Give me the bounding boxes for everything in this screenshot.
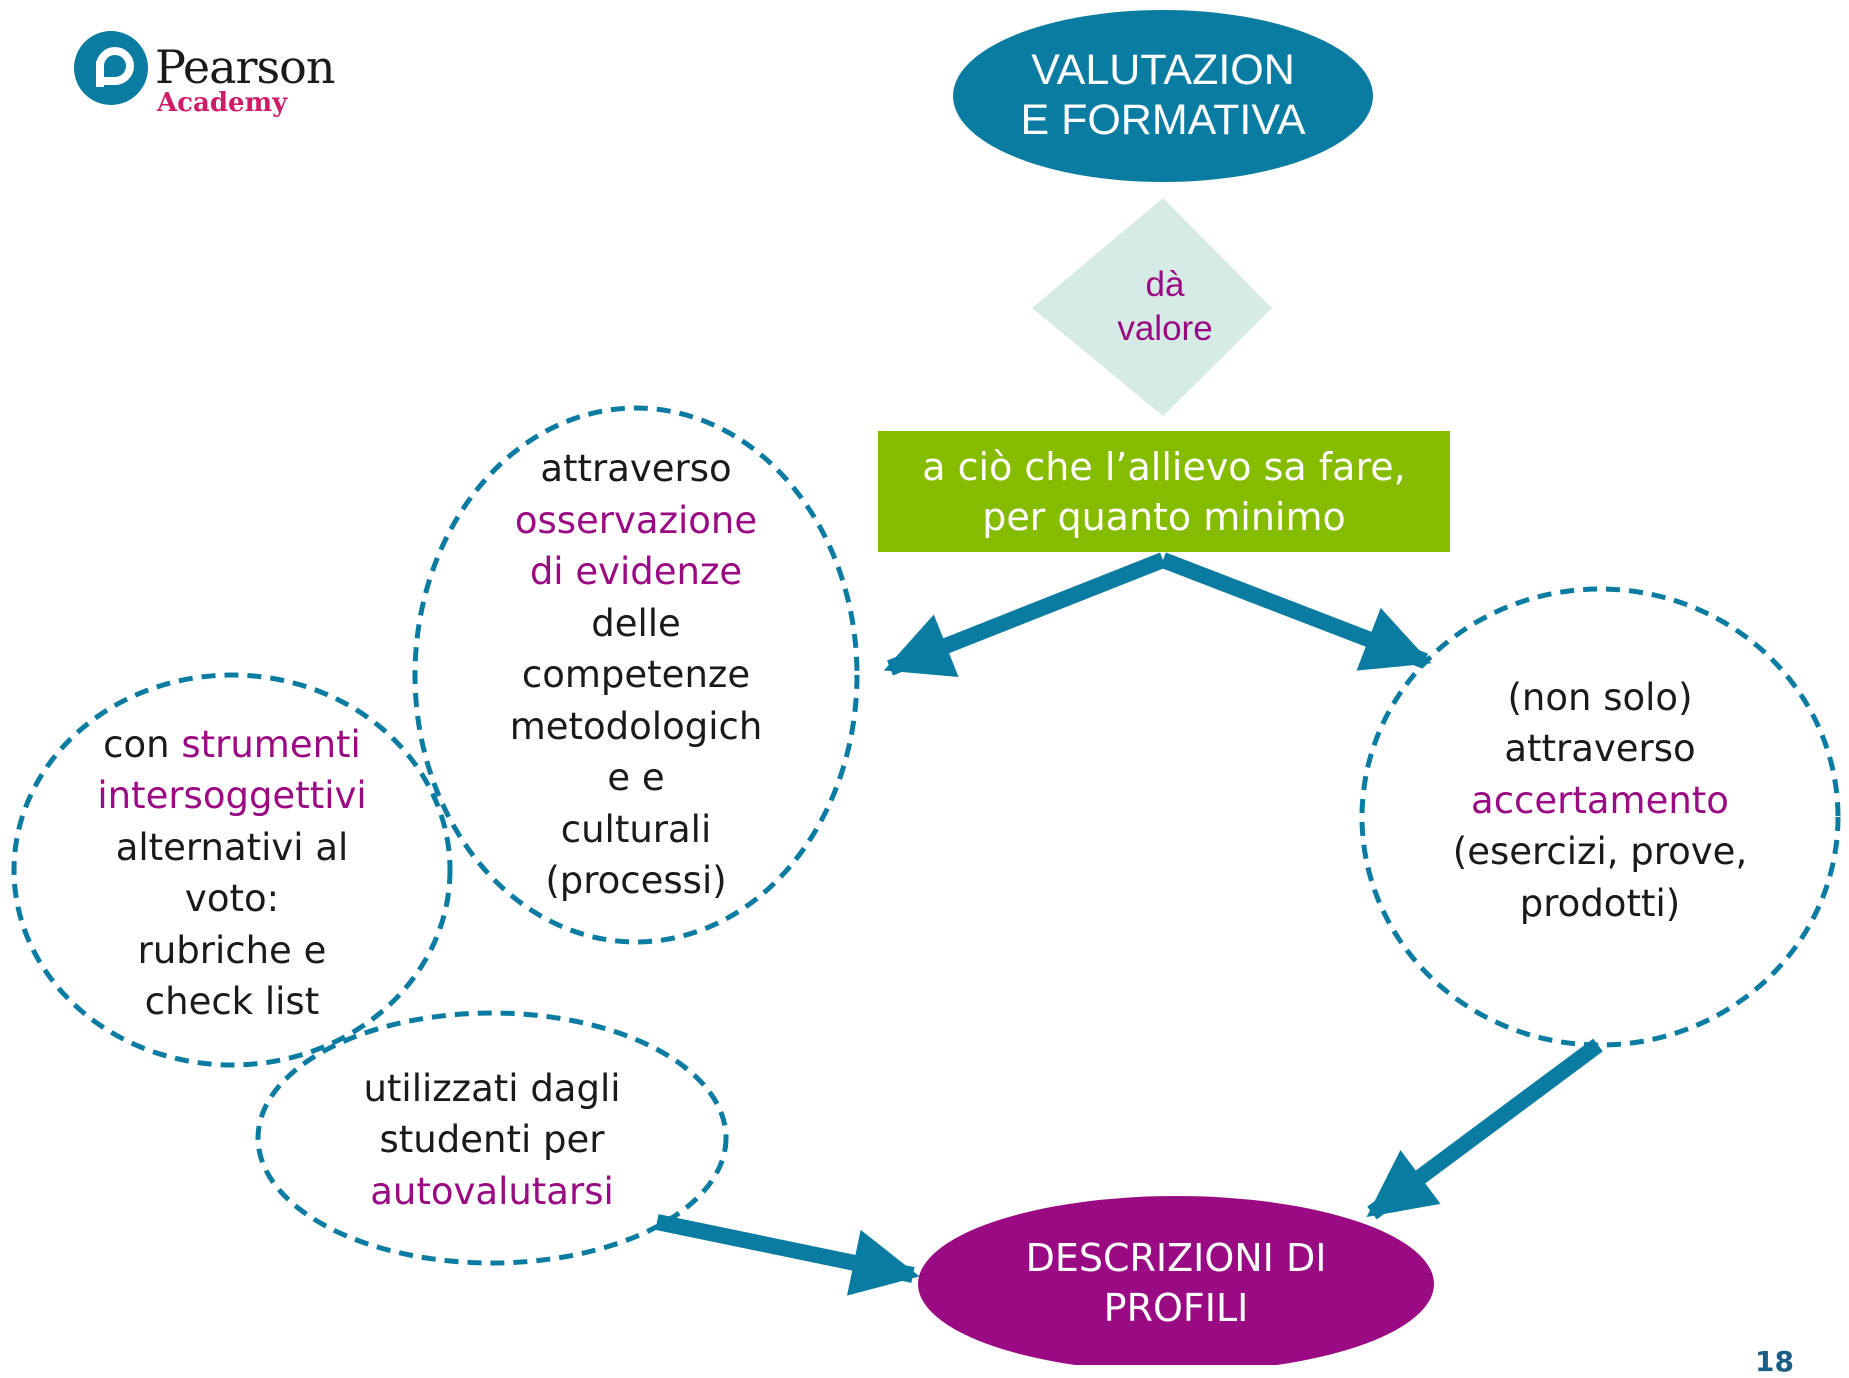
osservazione-line-9: (processi) xyxy=(545,859,727,903)
arrow-accertamento-to-descrizioni xyxy=(1366,1038,1603,1220)
accertamento-line-1: (non solo) xyxy=(1507,675,1693,719)
strumenti-node xyxy=(11,672,453,1068)
osservazione-line-5: competenze xyxy=(521,653,751,697)
strumenti-label: con strumenti intersoggettivi alternativ… xyxy=(50,718,414,1028)
strumenti-line-6: check list xyxy=(144,980,320,1023)
da-valore-diamond xyxy=(1032,198,1272,416)
descrizioni-line-1: DESCRIZIONI DI xyxy=(1025,1236,1327,1280)
logo-subtitle: Academy xyxy=(157,88,288,118)
accertamento-line-4: (esercizi, prove, xyxy=(1452,830,1748,874)
strumenti-con: con xyxy=(103,722,170,766)
osservazione-line-3: di evidenze xyxy=(530,546,742,598)
autovalutarsi-line-2: studenti per xyxy=(379,1118,605,1162)
osservazione-line-1: attraverso xyxy=(540,447,732,491)
accertamento-line-5: prodotti) xyxy=(1519,881,1681,925)
accertamento-node xyxy=(1359,586,1841,1048)
accertamento-label: (non solo) attraverso accertamento (eser… xyxy=(1400,668,1800,933)
osservazione-di: di xyxy=(529,550,564,594)
arrow-to-accertamento xyxy=(1160,552,1432,671)
allievo-line-2: per quanto minimo xyxy=(982,494,1346,539)
intersoggettivi-highlight: intersoggettivi xyxy=(97,774,367,817)
da-valore-line-1: dà xyxy=(1145,265,1185,304)
descrizioni-line-2: PROFILI xyxy=(1103,1286,1249,1330)
allievo-node xyxy=(878,431,1450,552)
strumenti-line-4: voto: xyxy=(184,877,280,920)
autovalutarsi-line-1: utilizzati dagli xyxy=(363,1066,621,1110)
evidenze-highlight: evidenze xyxy=(575,550,743,594)
osservazione-node xyxy=(412,405,860,945)
descrizioni-node xyxy=(918,1196,1434,1365)
pearson-logo-icon xyxy=(74,31,148,105)
osservazione-line-8: culturali xyxy=(560,807,712,851)
page-number: 18 xyxy=(1755,1345,1794,1378)
valutazione-label: VALUTAZION E FORMATIVA xyxy=(990,40,1336,150)
strumenti-line-1: con strumenti xyxy=(103,719,361,771)
osservazione-line-4: delle xyxy=(591,601,681,645)
osservazione-highlight: osservazione xyxy=(514,498,758,542)
strumenti-line-5: rubriche e xyxy=(137,928,327,972)
valutazione-line-1: VALUTAZION xyxy=(1031,46,1295,94)
arrow-to-osservazione xyxy=(883,552,1166,677)
strumenti-highlight: strumenti xyxy=(181,722,361,766)
da-valore-label: dà valore xyxy=(1085,262,1245,352)
autovalutarsi-highlight: autovalutarsi xyxy=(370,1169,614,1213)
arrow-autovalutarsi-to-descrizioni xyxy=(655,1214,920,1296)
strumenti-line-3: alternativi al xyxy=(115,825,349,869)
da-valore-line-2: valore xyxy=(1117,309,1213,348)
osservazione-label: attraverso osservazione di evidenze dell… xyxy=(455,440,817,910)
autovalutarsi-label: utilizzati dagli studenti per autovaluta… xyxy=(300,1060,684,1220)
descrizioni-label: DESCRIZIONI DI PROFILI xyxy=(960,1228,1392,1338)
osservazione-line-6: metodologich xyxy=(509,704,763,748)
osservazione-line-7: e e xyxy=(607,756,665,800)
accertamento-highlight: accertamento xyxy=(1471,778,1729,822)
valutazione-node xyxy=(953,10,1373,182)
allievo-label: a ciò che l’allievo sa fare, per quanto … xyxy=(878,431,1450,552)
logo-wordmark: Pearson xyxy=(155,40,335,94)
allievo-line-1: a ciò che l’allievo sa fare, xyxy=(922,444,1406,489)
accertamento-line-2: attraverso xyxy=(1504,727,1696,771)
autovalutarsi-node xyxy=(255,1010,729,1266)
valutazione-line-2: E FORMATIVA xyxy=(1020,96,1306,144)
